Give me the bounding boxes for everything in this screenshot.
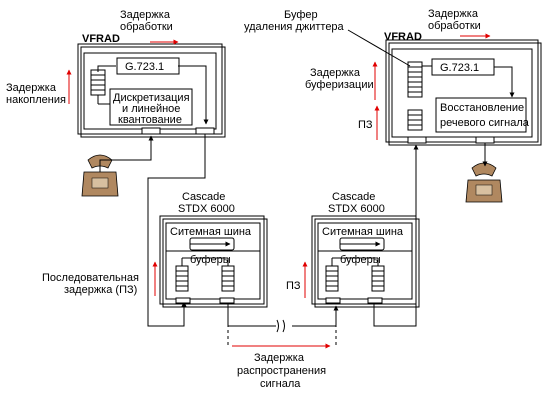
codec-right-label: G.723.1 [440, 62, 479, 74]
bus-left-label: Ситемная шина [170, 226, 252, 238]
telephone-icon-right [465, 162, 503, 203]
bus-right-label: Ситемная шина [322, 226, 404, 238]
buffer-delay-1: Задержка [310, 67, 361, 79]
buffer-stack-cascade-left-b [221, 265, 235, 292]
vfrad-right-label: VFRAD [384, 31, 422, 43]
sampling-label-3: квантование [118, 114, 182, 126]
sampling-label-2: и линейное [122, 103, 180, 115]
port-left-1 [141, 127, 161, 135]
propagation-delay-3: сигнала [260, 378, 301, 390]
vfrad-right: VFRAD G.723.1 Восстановление речевого си… [384, 31, 542, 146]
buffer-stack-left [90, 69, 106, 96]
proc-delay-right-1: Задержка [428, 8, 479, 20]
cascade-right-1: Cascade [332, 191, 375, 203]
jitter-buffer-stack [407, 61, 423, 131]
buffer-stack-cascade-right-b [371, 265, 385, 292]
bus-right-box [317, 222, 413, 252]
codec-left-label: G.723.1 [125, 61, 164, 73]
proc-delay-right-2: обработки [428, 20, 481, 32]
buffer-stack-cascade-right-a [325, 265, 339, 292]
bus-left-box [165, 222, 261, 252]
cascade-left-1: Cascade [182, 191, 225, 203]
buffer-stack-cascade-left-a [175, 265, 189, 292]
cascade-right-2: STDX 6000 [328, 203, 385, 215]
vfrad-left-label: VFRAD [82, 33, 120, 45]
vfrad-left: VFRAD G.723.1 Дискретизация и линейное к… [77, 33, 226, 138]
buffers-right-label: буферы [340, 254, 381, 266]
sampling-box [109, 88, 193, 126]
pz-mid: ПЗ [286, 280, 301, 292]
accum-delay-1: Задержка [6, 82, 57, 94]
proc-delay-left-1: Задержка [120, 9, 171, 21]
jitter-buffer-pointer [347, 29, 411, 67]
cascade-right: Ситемная шина буферы [311, 215, 420, 308]
restore-label-2: речевого сигнала [440, 117, 530, 129]
propagation-delay-1: Задержка [254, 352, 305, 364]
proc-delay-left-2: обработки [120, 21, 173, 33]
buffers-left-label: буферы [190, 254, 231, 266]
cascade-left: Ситемная шина буферы [159, 215, 268, 308]
pz-right-top: ПЗ [358, 119, 373, 131]
accum-delay-2: накопления [6, 94, 66, 106]
cascade-left-2: STDX 6000 [178, 203, 235, 215]
port-right-1 [407, 136, 427, 144]
sampling-label-1: Дискретизация [113, 92, 190, 104]
restore-label-1: Восстановление [440, 102, 524, 114]
jitter-buffer-1: Буфер [284, 9, 318, 21]
restore-box [435, 97, 527, 133]
serial-delay-1: Последовательная [42, 272, 139, 284]
jitter-buffer-2: удаления джиттера [244, 21, 345, 33]
telephone-icon-left [81, 154, 119, 197]
buffer-delay-2: буферизации [305, 79, 374, 91]
port-right-2 [475, 136, 495, 144]
port-left-2 [195, 127, 215, 135]
propagation-delay-2: распространения [237, 365, 326, 377]
serial-delay-2: задержка (ПЗ) [64, 284, 137, 296]
